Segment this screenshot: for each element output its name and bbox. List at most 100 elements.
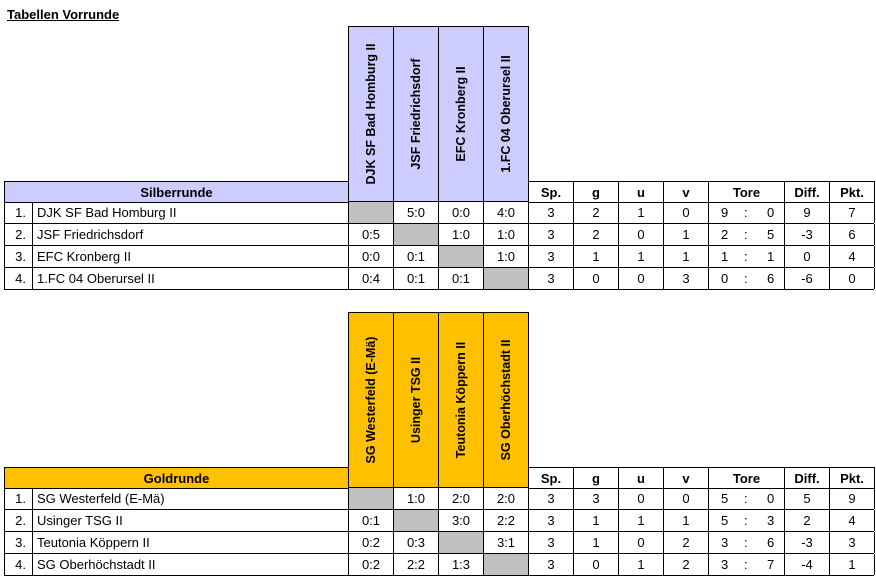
match-result: 0:5 — [349, 224, 394, 245]
goals-separator: : — [744, 205, 748, 220]
goals-against: 5 — [767, 227, 775, 242]
match-result: 0:4 — [349, 268, 394, 289]
gold-opponent-name: Usinger TSG II — [409, 356, 423, 444]
match-result: 2:2 — [394, 554, 439, 575]
gold-opponent-header: SG Oberhöchstadt II — [483, 312, 529, 488]
team-name: EFC Kronberg II — [33, 246, 349, 267]
match-result: 1:0 — [484, 224, 529, 245]
stat-g: 2 — [574, 202, 619, 223]
gold-round-title: Goldrunde — [4, 467, 349, 489]
goals-cell: 3 : 6 — [709, 532, 785, 553]
stat-g: 1 — [574, 246, 619, 267]
stat-pkt: 1 — [830, 554, 875, 575]
goals-cell: 2 : 5 — [709, 224, 785, 245]
stat-diff: 9 — [785, 202, 830, 223]
gold-stat-header-diff: Diff. — [784, 467, 830, 489]
match-result: 0:1 — [394, 246, 439, 267]
gold-stat-header-pkt: Pkt. — [829, 467, 875, 489]
gold-opponent-header: Teutonia Köppern II — [438, 312, 484, 488]
stat-g: 1 — [574, 532, 619, 553]
gold-stat-header-u: u — [618, 467, 664, 489]
stat-diff: -3 — [785, 532, 830, 553]
match-result: 0:1 — [349, 510, 394, 531]
rank: 4. — [5, 268, 33, 289]
gold-opponent-name: Teutonia Köppern II — [454, 341, 468, 459]
stat-sp: 3 — [529, 488, 574, 509]
stat-u: 1 — [619, 554, 664, 575]
silver-stat-header-pkt: Pkt. — [829, 181, 875, 203]
rank: 1. — [5, 202, 33, 223]
match-result: 2:0 — [484, 488, 529, 509]
goals-separator: : — [744, 271, 748, 286]
gold-opponent-name: SG Oberhöchstadt II — [499, 339, 513, 461]
goals-for: 3 — [721, 557, 729, 572]
silver-opponent-header: EFC Kronberg II — [438, 26, 484, 202]
goals-against: 6 — [767, 535, 775, 550]
rank: 3. — [5, 532, 33, 553]
empty-result-cell — [349, 202, 394, 223]
gold-stat-header-v: v — [663, 467, 709, 489]
match-result: 0:1 — [394, 268, 439, 289]
stat-u: 1 — [619, 510, 664, 531]
match-result: 0:0 — [349, 246, 394, 267]
gold-stat-header-tore: Tore — [708, 467, 785, 489]
goals-separator: : — [744, 535, 748, 550]
goals-for: 1 — [721, 249, 729, 264]
stat-diff: 0 — [785, 246, 830, 267]
silver-opponent-name: EFC Kronberg II — [454, 66, 468, 162]
goals-separator: : — [744, 513, 748, 528]
team-name: Usinger TSG II — [33, 510, 349, 531]
goals-for: 2 — [721, 227, 729, 242]
match-result: 1:0 — [439, 224, 484, 245]
match-result: 3:0 — [439, 510, 484, 531]
match-result: 1:0 — [484, 246, 529, 267]
stat-pkt: 4 — [830, 246, 875, 267]
match-result: 2:2 — [484, 510, 529, 531]
stat-g: 0 — [574, 554, 619, 575]
goals-separator: : — [744, 249, 748, 264]
empty-result-cell — [439, 532, 484, 553]
stat-pkt: 3 — [830, 532, 875, 553]
goals-for: 5 — [721, 513, 729, 528]
match-result: 1:3 — [439, 554, 484, 575]
team-name: DJK SF Bad Homburg II — [33, 202, 349, 223]
stat-sp: 3 — [529, 510, 574, 531]
stat-v: 2 — [664, 554, 709, 575]
rank: 1. — [5, 488, 33, 509]
silver-stat-header-u: u — [618, 181, 664, 203]
stat-v: 1 — [664, 246, 709, 267]
goals-cell: 9 : 0 — [709, 202, 785, 223]
goals-for: 5 — [721, 491, 729, 506]
stat-diff: -4 — [785, 554, 830, 575]
stat-pkt: 7 — [830, 202, 875, 223]
stat-u: 0 — [619, 224, 664, 245]
silver-stat-header-v: v — [663, 181, 709, 203]
stat-diff: 5 — [785, 488, 830, 509]
stat-sp: 3 — [529, 246, 574, 267]
goals-for: 0 — [721, 271, 729, 286]
empty-result-cell — [394, 224, 439, 245]
stat-v: 0 — [664, 488, 709, 509]
silver-opponent-name: 1.FC 04 Oberursel II — [499, 55, 513, 173]
silver-opponent-name: JSF Friedrichsdorf — [409, 58, 423, 170]
stat-pkt: 4 — [830, 510, 875, 531]
stat-sp: 3 — [529, 224, 574, 245]
goals-cell: 5 : 3 — [709, 510, 785, 531]
goals-against: 7 — [767, 557, 775, 572]
empty-result-cell — [349, 488, 394, 509]
match-result: 3:1 — [484, 532, 529, 553]
stat-v: 1 — [664, 510, 709, 531]
silver-opponent-header: DJK SF Bad Homburg II — [348, 26, 394, 202]
stat-diff: 2 — [785, 510, 830, 531]
stat-pkt: 9 — [830, 488, 875, 509]
gold-opponent-name: SG Westerfeld (E-Mä) — [364, 336, 378, 464]
stat-diff: -3 — [785, 224, 830, 245]
goals-separator: : — [744, 557, 748, 572]
team-name: Teutonia Köppern II — [33, 532, 349, 553]
